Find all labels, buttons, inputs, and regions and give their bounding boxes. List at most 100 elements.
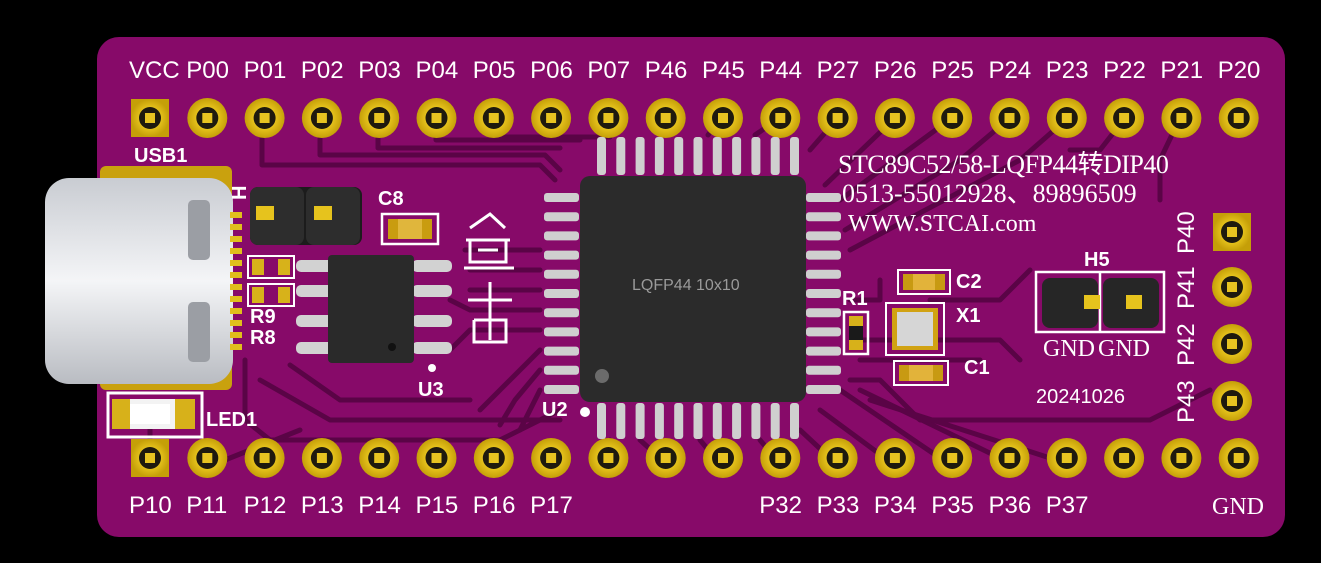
capacitor-c1 xyxy=(893,360,949,386)
resistor-r1 xyxy=(842,310,870,356)
top-pin-label-p20: P20 xyxy=(1217,57,1261,84)
top-pad-p20 xyxy=(1218,98,1259,138)
qfp-lead-bottom xyxy=(712,403,722,439)
qfp-lead-top xyxy=(732,137,742,175)
bottom-pin-label-p36: P36 xyxy=(988,492,1032,519)
bottom-pad-13 xyxy=(874,438,915,478)
qfp-lead-left xyxy=(544,231,579,241)
bottom-pin-label-p33: P33 xyxy=(816,492,860,519)
date-code: 20241026 xyxy=(1036,386,1125,408)
bottom-pad-2 xyxy=(244,438,285,478)
qfp-lead-bottom xyxy=(770,403,780,439)
top-pad-p46 xyxy=(645,98,686,138)
qfp-lead-left xyxy=(544,269,579,279)
top-pad-p23 xyxy=(1046,98,1087,138)
qfp-lead-top xyxy=(616,137,626,175)
qfp-lead-left xyxy=(544,308,579,318)
bottom-pad-17 xyxy=(1104,438,1145,478)
bottom-pad-4 xyxy=(359,438,400,478)
qfp-lead-bottom xyxy=(732,403,742,439)
jumper-h xyxy=(250,187,362,245)
top-pad-vcc xyxy=(131,99,169,137)
qfp-lead-top xyxy=(693,137,703,175)
top-pad-p44 xyxy=(760,98,801,138)
top-pad-p22 xyxy=(1104,98,1145,138)
top-pad-p25 xyxy=(932,98,973,138)
qfp-lead-left xyxy=(544,212,579,222)
right-pad-p41 xyxy=(1212,267,1252,307)
capacitor-c2 xyxy=(897,269,951,295)
top-pin-label-p03: P03 xyxy=(358,57,401,84)
top-pin-label-p06: P06 xyxy=(530,57,573,84)
bottom-pad-14 xyxy=(932,438,973,478)
top-pad-p01 xyxy=(244,98,285,138)
top-pad-p21 xyxy=(1161,98,1202,138)
qfp-lead-top xyxy=(674,137,684,175)
qfp-lead-top xyxy=(770,137,780,175)
bottom-pad-5 xyxy=(416,438,457,478)
top-pin-label-p00: P00 xyxy=(186,57,229,84)
qfp-lead-bottom xyxy=(597,403,606,439)
right-header-pins xyxy=(1212,213,1252,421)
qfp-lead-right xyxy=(806,250,841,260)
top-pin-label-p21: P21 xyxy=(1160,57,1204,84)
info-line-2: 0513-55012928、89896509 xyxy=(842,179,1137,208)
top-pad-p05 xyxy=(473,98,514,138)
right-pin-label-p42: P42 xyxy=(1173,323,1200,366)
qfp-lead-top xyxy=(790,137,799,175)
qfp-lead-right xyxy=(806,269,841,279)
right-pin-label-p40: P40 xyxy=(1173,211,1200,254)
bottom-pad-3 xyxy=(301,438,342,478)
qfp-lead-right xyxy=(806,289,841,298)
capacitor-c8 xyxy=(380,212,440,246)
top-pad-p45 xyxy=(703,98,743,138)
top-pad-p07 xyxy=(588,98,629,138)
bottom-gnd-label: GND xyxy=(1212,494,1264,520)
bottom-pin-label-p32: P32 xyxy=(759,492,802,519)
jumper-label-1: GND xyxy=(1043,336,1095,362)
top-pin-label-p27: P27 xyxy=(816,57,860,84)
top-pin-label-p23: P23 xyxy=(1045,57,1089,84)
usb-designator: USB1 xyxy=(134,145,188,167)
bottom-pad-1 xyxy=(187,438,228,478)
top-pad-p27 xyxy=(817,98,858,138)
qfp-lead-top xyxy=(597,137,606,175)
top-pin-label-p44: P44 xyxy=(759,57,802,84)
led1-designator: LED1 xyxy=(206,409,258,431)
qfp-lead-top xyxy=(751,137,761,175)
bottom-pad-12 xyxy=(817,438,858,478)
qfp-lead-right xyxy=(806,212,841,222)
u3-designator: U3 xyxy=(418,379,444,401)
c2-designator: C2 xyxy=(956,271,982,293)
c8-designator: C8 xyxy=(378,188,404,210)
r1-designator: R1 xyxy=(842,288,868,310)
bottom-pin-label-p35: P35 xyxy=(931,492,974,519)
top-pad-p04 xyxy=(416,98,457,138)
bottom-pad-11 xyxy=(760,438,801,478)
top-pin-label-p01: P01 xyxy=(243,57,287,84)
qfp-lead-right xyxy=(806,231,841,241)
top-pin-label-p24: P24 xyxy=(988,57,1032,84)
top-pad-p02 xyxy=(301,98,342,138)
qfp-lead-right xyxy=(806,193,841,202)
bottom-pad-18 xyxy=(1161,438,1202,478)
jumper-label-2: GND xyxy=(1098,336,1150,362)
right-pad-p43 xyxy=(1212,381,1252,421)
top-pin-label-p45: P45 xyxy=(702,57,745,84)
right-pad-p40 xyxy=(1213,213,1251,251)
c1-designator: C1 xyxy=(964,357,990,379)
bottom-pin-label-p11: P11 xyxy=(186,492,228,519)
top-pin-label-p25: P25 xyxy=(931,57,974,84)
bottom-pin-label-p16: P16 xyxy=(472,492,516,519)
bottom-pin-label-p17: P17 xyxy=(530,492,573,519)
qfp-lead-left xyxy=(544,365,579,375)
qfp-lead-top xyxy=(635,137,645,175)
resistors-r8-r9 xyxy=(247,255,295,307)
top-pad-p24 xyxy=(989,98,1030,138)
r9-designator: R9 xyxy=(250,306,276,328)
qfp-lead-right xyxy=(806,385,841,394)
u2-designator: U2 xyxy=(542,399,568,421)
top-pin-label-vcc: VCC xyxy=(129,57,180,84)
chip-u3 xyxy=(296,255,452,372)
